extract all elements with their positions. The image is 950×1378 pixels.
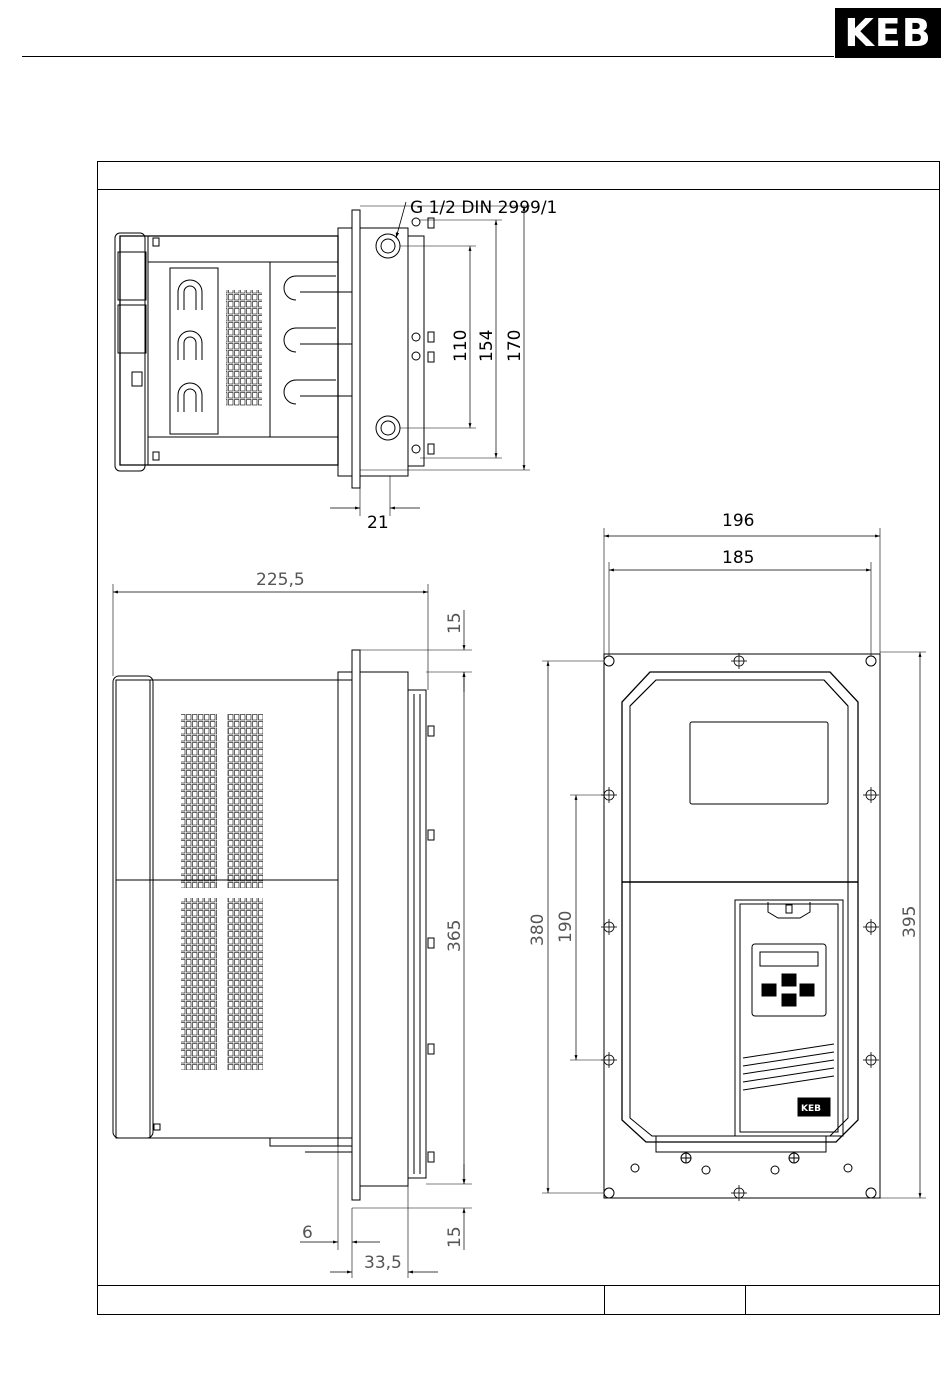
panel-badge: KEB — [801, 1104, 821, 1114]
dim-185: 185 — [722, 548, 754, 568]
dim-6: 6 — [302, 1223, 313, 1243]
dim-154: 154 — [477, 330, 497, 362]
dim-33-5: 33,5 — [364, 1253, 402, 1273]
dim-110: 110 — [451, 330, 471, 362]
dim-190: 190 — [556, 911, 576, 943]
dim-196: 196 — [722, 511, 754, 531]
dim-15-bottom: 15 — [445, 1226, 465, 1248]
front-view — [542, 528, 926, 1201]
thread-label: G 1/2 DIN 2999/1 — [410, 198, 557, 218]
dim-21: 21 — [367, 513, 389, 533]
dim-15-top: 15 — [445, 612, 465, 634]
dim-225-5: 225,5 — [256, 570, 305, 590]
dim-365: 365 — [445, 920, 465, 952]
dim-170: 170 — [505, 330, 525, 362]
dim-395: 395 — [900, 906, 920, 938]
dim-380: 380 — [528, 914, 548, 946]
side-view — [113, 584, 472, 1278]
